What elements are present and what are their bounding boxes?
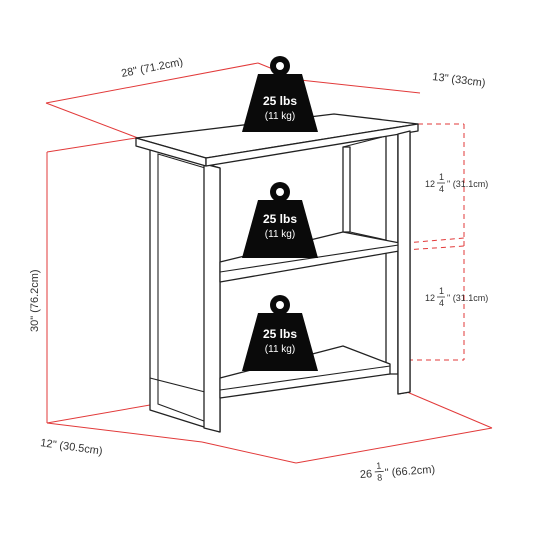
weight-body-bottom [242, 313, 318, 371]
shelf-middle-guide-2 [404, 245, 465, 251]
shelf-gap-upper-num: 1 [439, 172, 444, 182]
weight-icon-middle: 25 lbs (11 kg) [242, 182, 318, 258]
height-extension-top [46, 137, 137, 153]
weight-body-top [242, 74, 318, 132]
weight-handle-hole-bottom [276, 301, 284, 309]
bottom-shelf-edge [219, 365, 391, 391]
weight-handle-hole-middle [276, 188, 284, 196]
shelf-gap-upper-den: 4 [439, 184, 444, 194]
weight-icon-bottom: 25 lbs (11 kg) [242, 295, 318, 371]
base-width-extension-right [406, 391, 493, 429]
weight-body-middle [242, 200, 318, 258]
height-extension-bottom [46, 404, 151, 424]
base-width-whole: 26 [360, 468, 373, 481]
bottom-shelf [219, 345, 391, 399]
shelf-gap-lower-den: 4 [439, 298, 444, 308]
base-width-dimension-line-right [295, 427, 493, 464]
shelf-gap-upper-whole: 12 [425, 179, 435, 189]
back-middle-rail [349, 231, 387, 241]
back-left-post [342, 146, 351, 233]
weight-sublabel-top: (11 kg) [265, 111, 295, 122]
width-dimension-line [45, 62, 259, 104]
dimension-lines [45, 62, 493, 464]
height-label: 30" (76.2cm) [29, 269, 41, 332]
shelf-gap-upper-rest: " (31.1cm) [447, 179, 488, 189]
shelf-gap-lower-num: 1 [439, 286, 444, 296]
weight-label-middle: 25 lbs [263, 212, 297, 226]
weight-sublabel-middle: (11 kg) [265, 229, 295, 240]
depth-bottom-label: 12" (30.5cm) [40, 437, 104, 458]
width-label: 28" (71.2cm) [120, 56, 184, 80]
depth-top-label: 13" (33cm) [432, 71, 486, 89]
base-width-frac-num: 1 [376, 460, 382, 470]
front-left-leg [203, 163, 221, 433]
shelf-gap-lower-whole: 12 [425, 293, 435, 303]
weight-label-top: 25 lbs [263, 94, 297, 108]
shelf-gap-lower-label: 12 1 4 " (31.1cm) [425, 286, 488, 308]
depth-top-dimension-line [299, 79, 421, 94]
depth-bottom-dimension-line [46, 422, 203, 443]
front-right-leg [397, 130, 411, 395]
shelf-gap-upper-label: 12 1 4 " (31.1cm) [425, 172, 488, 194]
bookshelf [135, 113, 419, 433]
base-width-rest: " (66.2cm) [384, 464, 435, 479]
base-width-frac-den: 8 [377, 472, 383, 482]
weight-icon-top: 25 lbs (11 kg) [242, 56, 318, 132]
back-right-post [385, 133, 399, 375]
base-width-label: 26 1 8 " (66.2cm) [360, 460, 436, 482]
weight-handle-hole-top [276, 62, 284, 70]
base-width-frac-bar [374, 470, 384, 473]
shelf-gap-lower-rest: " (31.1cm) [447, 293, 488, 303]
left-side-rail [149, 377, 206, 393]
width-extension-left [45, 102, 139, 139]
top-board-front-edge [205, 123, 419, 167]
shelf-middle-guide [404, 237, 465, 244]
weight-sublabel-bottom: (11 kg) [265, 344, 295, 355]
base-width-dimension-line [201, 441, 297, 464]
weight-label-bottom: 25 lbs [263, 327, 297, 341]
